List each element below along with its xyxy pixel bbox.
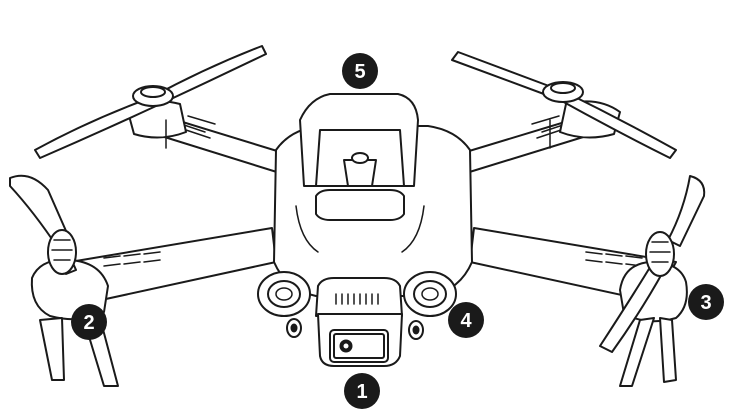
callout-2: 2: [71, 304, 107, 340]
callout-5-label: 5: [354, 61, 365, 83]
callout-4-circle: [448, 302, 484, 338]
callout-2-label: 2: [83, 312, 94, 334]
callout-5-circle: [342, 53, 378, 89]
callout-4-label: 4: [460, 310, 472, 332]
callout-1-circle: [344, 373, 380, 409]
right-sensor: [408, 320, 424, 340]
drone-body: [273, 93, 473, 297]
callout-1-label: 1: [356, 381, 367, 403]
callout-3-label: 3: [700, 292, 711, 314]
left-sensor: [286, 318, 302, 338]
front-left-propeller: [9, 174, 77, 275]
callout-3: 3: [688, 284, 724, 320]
left-light: [257, 271, 311, 317]
callout-1: 1: [344, 373, 380, 409]
callout-2-circle: [71, 304, 107, 340]
front-right-propeller: [599, 175, 706, 353]
rear-left-propeller: [34, 45, 267, 159]
rear-right-propeller: [451, 51, 677, 159]
callout-4: 4: [448, 302, 484, 338]
right-light: [403, 271, 457, 317]
rear-left-arm: [127, 100, 301, 179]
callout-5: 5: [342, 53, 378, 89]
callout-3-circle: [688, 284, 724, 320]
camera-module: [315, 277, 403, 367]
